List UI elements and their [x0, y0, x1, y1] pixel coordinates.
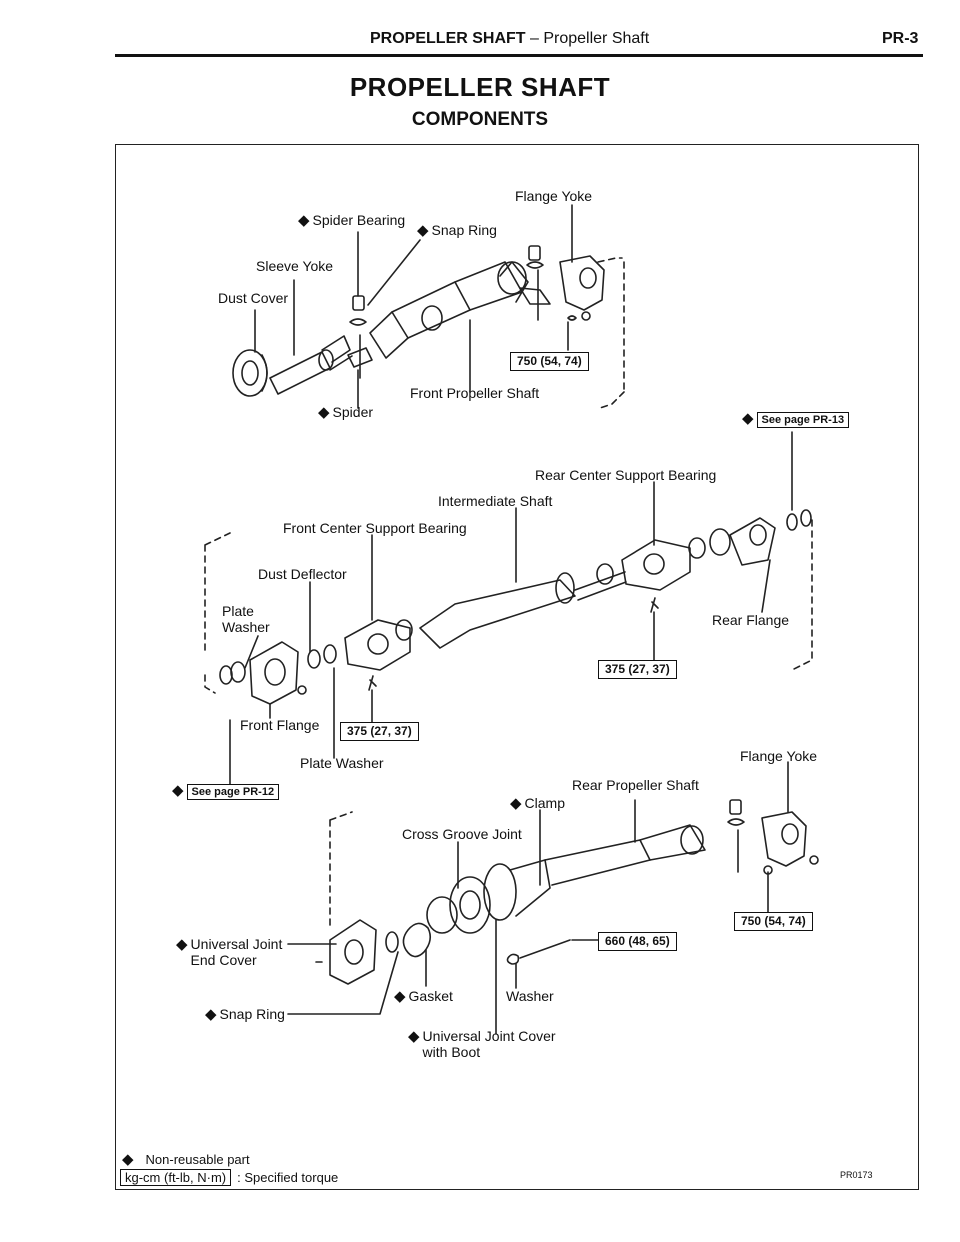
nonreusable-icon: ◆ [394, 988, 406, 1005]
label-spider-text: Spider [332, 404, 374, 420]
label-snap-ring-top: ◆Snap Ring [417, 222, 497, 239]
diagram-frame [115, 144, 919, 1190]
torque-rear-flange-yoke: 750 (54, 74) [734, 912, 813, 931]
label-intermediate-shaft: Intermediate Shaft [438, 493, 553, 509]
label-flange-yoke-bottom: Flange Yoke [740, 748, 818, 764]
torque-front-center-bearing: 375 (27, 37) [340, 722, 419, 741]
label-snap-ring-bottom: ◆Snap Ring [205, 1006, 285, 1023]
label-universal-joint-end-cover: ◆Universal Joint End Cover [176, 936, 282, 968]
torque-cross-groove: 660 (48, 65) [598, 932, 677, 951]
nonreusable-icon: ◆ [172, 782, 184, 799]
label-snap-ring-bottom-text: Snap Ring [219, 1006, 285, 1022]
ref-lower: ◆See page PR-12 [172, 782, 280, 800]
torque-rear-center-bearing: 375 (27, 37) [598, 660, 677, 679]
nonreusable-icon: ◆ [318, 404, 330, 421]
torque-front-flange-yoke: 750 (54, 74) [510, 352, 589, 371]
label-flange-yoke-top: Flange Yoke [515, 188, 593, 204]
label-gasket: ◆Gasket [394, 988, 453, 1005]
front-flange-part [219, 641, 307, 705]
legend-nonreusable-text: Non-reusable part [145, 1152, 250, 1167]
label-washer: Washer [506, 988, 554, 1004]
page-title: PROPELLER SHAFT [349, 72, 611, 102]
nonreusable-icon: ◆ [408, 1028, 420, 1045]
header-title-rest: – Propeller Shaft [525, 30, 650, 47]
label-rear-flange: Rear Flange [712, 612, 790, 628]
see-page-pr12-box: See page PR-12 [186, 784, 280, 800]
label-front-center-support-bearing: Front Center Support Bearing [283, 520, 467, 536]
rear-shaft-tube [544, 824, 706, 886]
universal-joint-cover-part [483, 859, 551, 921]
see-page-pr13-box: See page PR-13 [756, 412, 850, 428]
legend-torque-box: kg-cm (ft-lb, N·m) [120, 1169, 232, 1186]
label-universal-joint-end-cover-text: Universal Joint End Cover [190, 936, 283, 968]
legend-torque: kg-cm (ft-lb, N·m) : Specified torque [120, 1169, 339, 1186]
intermediate-shaft-part [419, 563, 627, 649]
legend-nonreusable: ◆ Non-reusable part [122, 1150, 250, 1168]
nonreusable-icon: ◆ [742, 410, 754, 427]
header-page-number: PR-3 [882, 30, 919, 47]
gasket-part [402, 922, 432, 958]
figure-code: PR0173 [840, 1170, 873, 1180]
rear-flange-yoke-part [727, 799, 819, 875]
front-shaft-tube [369, 261, 529, 359]
front-center-support-bearing-part [307, 619, 413, 671]
front-flange-yoke-part [519, 245, 605, 321]
label-spider: ◆Spider [318, 404, 373, 421]
label-front-flange: Front Flange [240, 717, 320, 733]
bolt-parts [368, 597, 659, 691]
header-title: PROPELLER SHAFT – Propeller Shaft [370, 30, 649, 48]
dust-cover-part [232, 349, 268, 397]
label-spider-bearing: ◆Spider Bearing [298, 212, 405, 229]
washer-part [506, 939, 571, 965]
label-clamp-text: Clamp [524, 795, 566, 811]
header-title-bold: PROPELLER SHAFT [370, 30, 526, 47]
label-dust-cover: Dust Cover [218, 290, 289, 306]
label-plate-washer-left: Plate Washer [222, 603, 270, 635]
universal-joint-end-cover-part [329, 919, 377, 985]
nonreusable-icon: ◆ [205, 1006, 217, 1023]
spider-part [347, 295, 373, 379]
label-sleeve-yoke: Sleeve Yoke [256, 258, 334, 274]
header-rule [115, 54, 923, 57]
nonreusable-icon: ◆ [510, 795, 522, 812]
label-snap-ring-top-text: Snap Ring [431, 222, 497, 238]
label-plate-washer-bottom: Plate Washer [300, 755, 384, 771]
nonreusable-icon: ◆ [417, 222, 429, 239]
sleeve-yoke-part [269, 335, 353, 395]
label-spider-bearing-text: Spider Bearing [312, 212, 406, 228]
label-rear-propeller-shaft: Rear Propeller Shaft [572, 777, 699, 793]
section-title: COMPONENTS [411, 109, 549, 130]
cross-groove-joint-part [426, 876, 491, 934]
label-universal-joint-cover: ◆Universal Joint Cover with Boot [408, 1028, 556, 1060]
nonreusable-icon: ◆ [298, 212, 310, 229]
rear-center-support-bearing-part [621, 509, 812, 591]
label-universal-joint-cover-text: Universal Joint Cover with Boot [422, 1028, 556, 1060]
snap-ring-part [385, 931, 399, 953]
label-front-propeller-shaft: Front Propeller Shaft [410, 385, 540, 401]
label-dust-deflector: Dust Deflector [258, 566, 347, 582]
legend-torque-text: : Specified torque [237, 1170, 339, 1185]
label-gasket-text: Gasket [408, 988, 453, 1004]
nonreusable-icon: ◆ [176, 936, 188, 953]
label-clamp: ◆Clamp [510, 795, 565, 812]
ref-upper: ◆See page PR-13 [742, 410, 850, 428]
label-cross-groove-joint: Cross Groove Joint [402, 826, 522, 842]
nonreusable-icon: ◆ [122, 1151, 134, 1168]
label-rear-center-support-bearing: Rear Center Support Bearing [535, 467, 717, 483]
